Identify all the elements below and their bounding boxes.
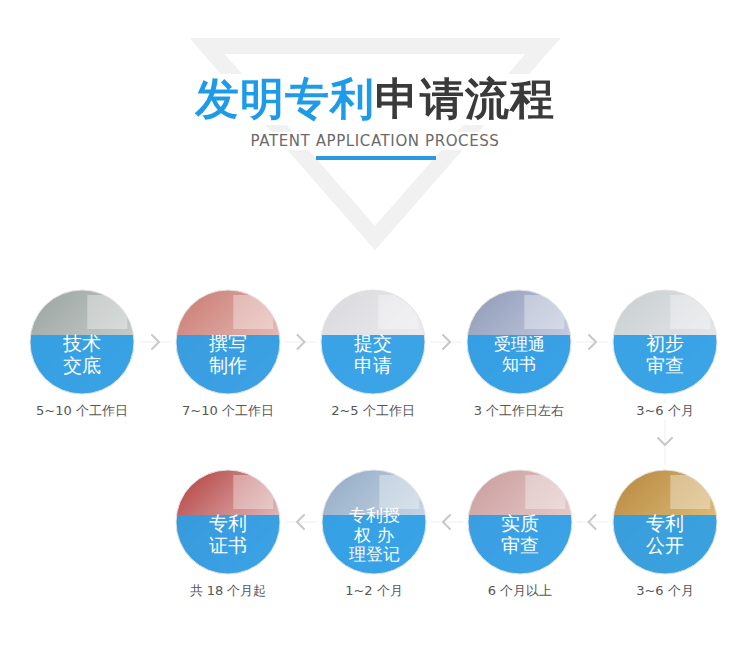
duration-label: 2~5 个工作日 [328, 403, 418, 420]
chevron-head [589, 335, 596, 349]
step-circle: 提交申请2~5 个工作日 [320, 289, 426, 395]
step-name: 实质审查 [494, 513, 547, 557]
photo [467, 469, 573, 575]
circle-outline [30, 290, 134, 394]
step-circle: 实质审查6 个月以上 [467, 469, 573, 575]
flow-connector [430, 335, 462, 349]
step-name: 初步审查 [639, 333, 692, 377]
chevron-head [152, 335, 159, 349]
step-name: 提交申请 [347, 333, 400, 377]
step-name: 专利授权 办理登记 [348, 506, 401, 565]
step-circle: 专利公开3~6 个月 [612, 469, 718, 575]
photo-detail [233, 295, 273, 329]
connector-line [577, 522, 608, 523]
photo [612, 289, 718, 395]
flow-connector [285, 335, 316, 349]
connector-line [285, 522, 317, 523]
connector-line [285, 342, 316, 343]
photo-detail [233, 475, 273, 509]
circle-outline [467, 290, 571, 394]
photo-detail [87, 295, 127, 329]
connector-line [576, 342, 608, 343]
photo-detail [525, 475, 565, 509]
photo-detail [378, 295, 418, 329]
chevron-head [443, 515, 450, 529]
step-name: 技术交底 [56, 333, 109, 377]
circle-outline [176, 470, 280, 574]
step-circle: 专利授权 办理登记1~2 个月 [321, 469, 427, 575]
photo [321, 469, 427, 575]
photo-detail [524, 295, 564, 329]
circle-outline [613, 290, 717, 394]
step-name: 专利公开 [639, 513, 692, 557]
title-underline [316, 156, 436, 160]
step-circle: 撰写制作7~10 个工作日 [175, 289, 281, 395]
photo [175, 289, 281, 395]
flow-connector [139, 335, 171, 349]
step-circle: 初步审查3~6 个月 [612, 289, 718, 395]
photo [320, 289, 426, 395]
circle-outline [176, 290, 280, 394]
circle-outline [613, 470, 717, 574]
step-circle: 专利证书共 18 个月起 [175, 469, 281, 575]
duration-label: 3 个工作日左右 [471, 403, 567, 420]
photo [466, 289, 572, 395]
connector-line [431, 522, 463, 523]
photo-detail [670, 295, 710, 329]
connector-line [430, 342, 462, 343]
flow-connector [576, 335, 608, 349]
step-name: 撰写制作 [202, 333, 255, 377]
flow-connector [431, 515, 463, 529]
circle-outline [322, 470, 426, 574]
duration-label: 1~2 个月 [342, 583, 406, 600]
flow-connector [285, 515, 317, 529]
duration-label: 共 18 个月起 [187, 583, 270, 600]
step-circle: 技术交底5~10 个工作日 [29, 289, 135, 395]
step-circle: 受理通知书3 个工作日左右 [466, 289, 572, 395]
photo [612, 469, 718, 575]
step-name: 专利证书 [202, 513, 255, 557]
photo-detail [670, 475, 710, 509]
connector-line [139, 342, 171, 343]
duration-label: 3~6 个月 [633, 583, 697, 600]
chevron-head [658, 438, 672, 445]
duration-label: 6 个月以上 [485, 583, 555, 600]
subtitle: PATENT APPLICATION PROCESS [245, 132, 506, 150]
photo [175, 469, 281, 575]
title-patch: 发明专利申请流程 [187, 74, 563, 125]
flow-connector [577, 515, 608, 529]
circle-outline [468, 470, 572, 574]
step-name: 受理通知书 [493, 335, 546, 374]
duration-label: 3~6 个月 [633, 403, 697, 420]
photo-detail [379, 475, 419, 509]
photo [29, 289, 135, 395]
circle-outline [321, 290, 425, 394]
duration-label: 5~10 个工作日 [33, 403, 131, 420]
chevron-head [297, 515, 304, 529]
chevron-head [298, 335, 305, 349]
title: 发明专利申请流程 [195, 74, 555, 125]
blue-band [466, 335, 572, 395]
chevron-head [443, 335, 450, 349]
chevron-head [589, 515, 596, 529]
duration-label: 7~10 个工作日 [179, 403, 277, 420]
